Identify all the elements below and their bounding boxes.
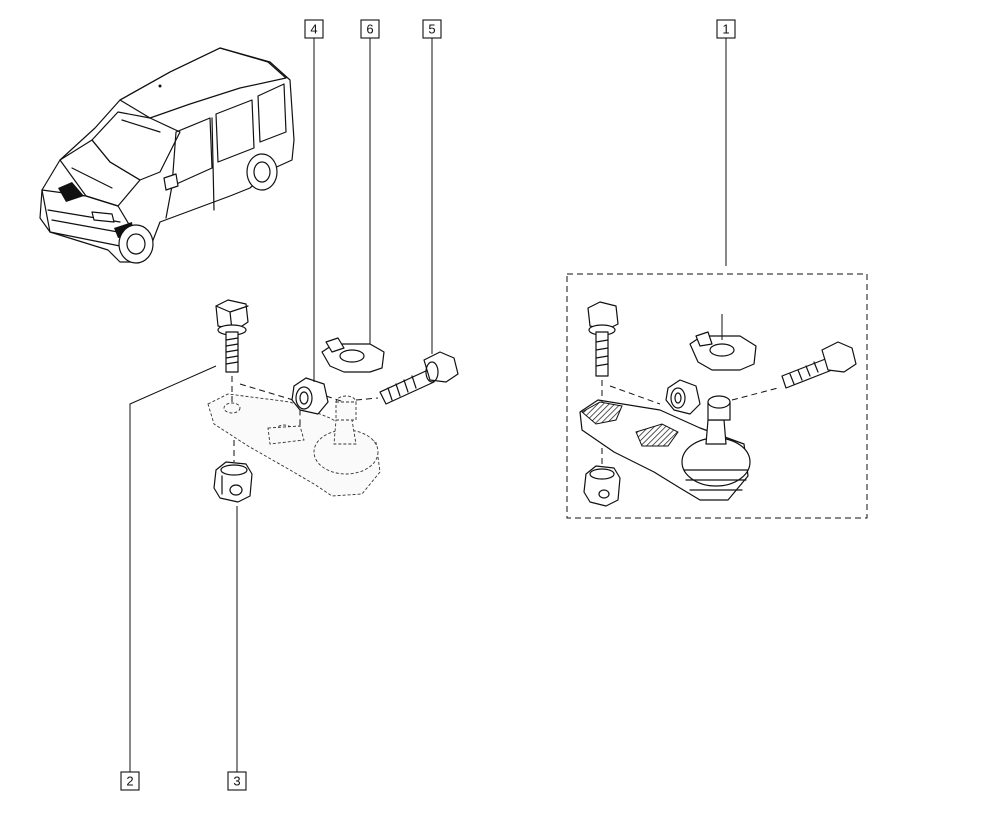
nut-part-3 [213, 461, 253, 503]
left-exploded-assembly [207, 299, 459, 503]
leader-lines [129, 38, 727, 772]
callout-1: 1 [716, 19, 736, 39]
callout-2: 2 [120, 771, 140, 791]
bolt-part-5 [379, 351, 459, 405]
callout-6: 6 [360, 19, 380, 39]
svg-text:2: 2 [126, 774, 133, 789]
kit-boundary [566, 273, 868, 519]
svg-text:4: 4 [310, 22, 317, 37]
svg-text:5: 5 [428, 22, 435, 37]
vehicle-illustration [39, 47, 295, 264]
nut-part-4 [291, 377, 329, 415]
svg-text:1: 1 [722, 22, 729, 37]
callout-4: 4 [304, 19, 324, 39]
bolt-part-2 [215, 299, 249, 373]
washer-part-6 [321, 337, 385, 373]
assembled-kit-view [566, 273, 868, 519]
callout-5: 5 [422, 19, 442, 39]
svg-text:3: 3 [233, 774, 240, 789]
svg-text:6: 6 [366, 22, 373, 37]
callout-3: 3 [227, 771, 247, 791]
